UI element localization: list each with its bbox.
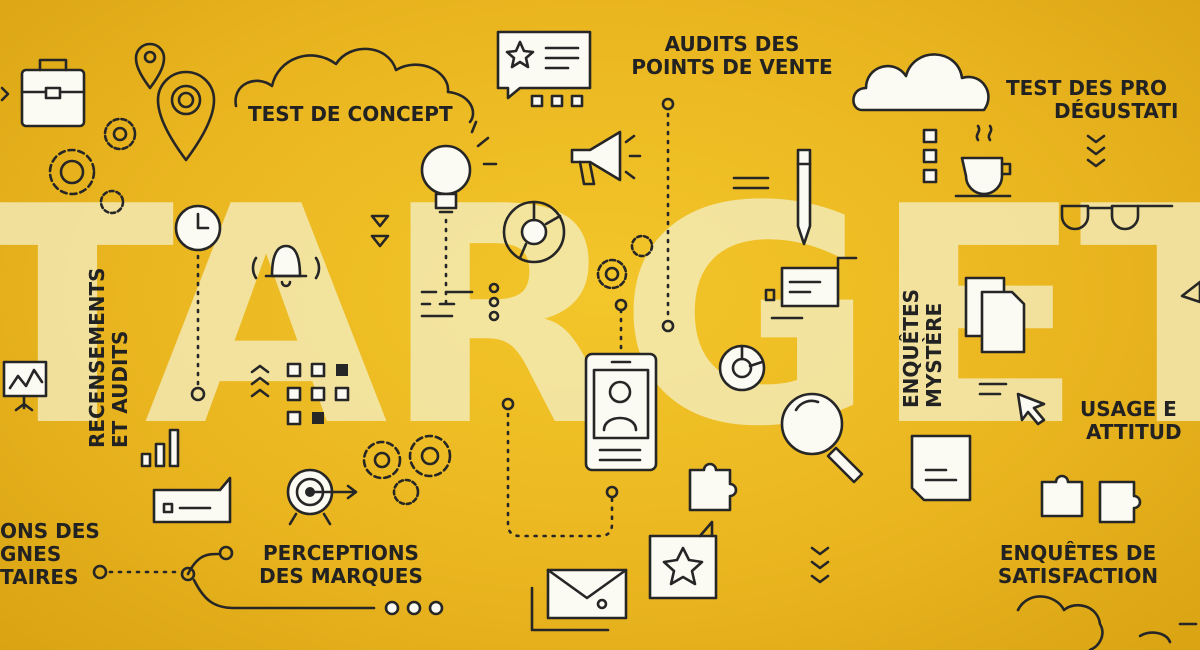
pie-chart-icon — [718, 344, 766, 392]
cloud-icon — [234, 47, 475, 124]
label-test-de-concept: TEST DE CONCEPT — [248, 102, 453, 126]
smartphone-icon — [584, 298, 658, 472]
documents-icon — [964, 276, 1026, 354]
star-bubble-icon — [648, 520, 718, 600]
glasses-icon — [1060, 204, 1174, 231]
note-card-icon — [152, 476, 232, 524]
pencil-icon — [796, 148, 812, 246]
briefcase-icon — [20, 58, 86, 128]
review-card-icon — [496, 30, 592, 108]
target-icon — [286, 468, 358, 526]
envelope-icon — [530, 568, 628, 632]
puzzle-icon — [688, 462, 738, 512]
label-enquetes-mystere: ENQUÊTES MYSTÈRE — [899, 288, 946, 408]
label-audits-points-de-vente: AUDITS DES POINTS DE VENTE — [631, 32, 833, 79]
label-perceptions-des-marques: PERCEPTIONS DES MARQUES — [259, 541, 423, 588]
magnifier-icon — [780, 392, 864, 484]
bell-icon — [251, 244, 321, 288]
cloud-icon — [852, 53, 990, 112]
grid-squares — [286, 362, 350, 426]
cursor-icon — [978, 382, 1046, 426]
label-test-des-produits: TEST DES PRO DÉGUSTATI — [1006, 76, 1179, 123]
label-recensements-et-audits: RECENSEMENTS ET AUDITS — [85, 267, 132, 448]
label-campagnes: ONS DES GNES TAIRES — [0, 519, 100, 589]
puzzle-icon — [1098, 480, 1142, 524]
megaphone-icon — [570, 130, 642, 186]
puzzle-icon — [1040, 474, 1084, 518]
gear-icon — [48, 117, 137, 215]
label-enquetes-de-satisfaction: ENQUÊTES DE SATISFACTION — [997, 541, 1159, 588]
label-usage-et-attitudes: USAGE E ATTITUD — [1080, 397, 1182, 444]
pie-chart-icon — [502, 200, 566, 264]
coffee-cup-icon — [954, 124, 1012, 198]
presentation-icon — [2, 360, 48, 412]
cloud-icon — [1016, 595, 1104, 650]
map-pin-icon — [134, 42, 166, 90]
map-pin-icon — [156, 70, 216, 162]
bar-chart-icon — [140, 428, 180, 468]
note-card-icon — [910, 434, 972, 502]
light-bulb-icon — [420, 120, 498, 312]
clock-icon — [174, 204, 222, 402]
gear-icon — [362, 434, 452, 506]
